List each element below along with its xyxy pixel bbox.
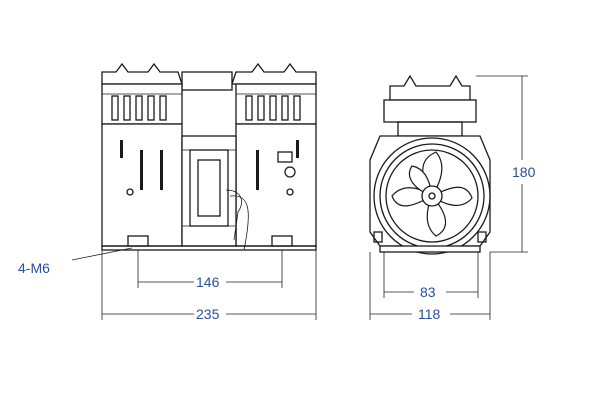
side-dimensions — [369, 75, 528, 320]
mount-spacing-label: 146 — [196, 274, 220, 290]
fan-icon — [391, 151, 473, 237]
front-dimensions — [71, 247, 317, 320]
front-view — [101, 62, 317, 251]
side-view — [369, 74, 491, 255]
mount-thread-label: 4-M6 — [18, 260, 50, 276]
side-mount-width-label: 83 — [420, 284, 436, 300]
total-width-label: 235 — [196, 306, 220, 322]
side-total-width-label: 118 — [418, 306, 441, 322]
height-label: 180 — [512, 164, 536, 180]
